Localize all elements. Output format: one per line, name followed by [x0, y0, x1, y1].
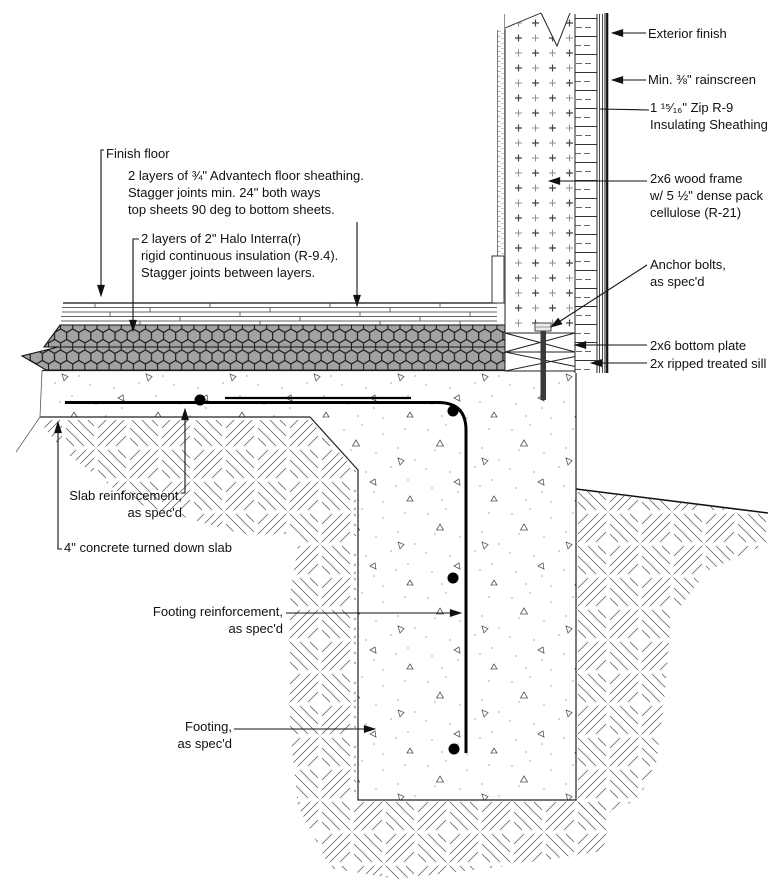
rigid-insulation-layer-2 [20, 346, 506, 371]
label-wood-frame: 2x6 wood frame w/ 5 ½" dense pack cellul… [650, 171, 764, 220]
rebar-section-dot [447, 572, 459, 584]
rebar [65, 394, 468, 755]
leader-turned-down-slab [54, 420, 62, 550]
label-exterior-finish: Exterior finish [648, 26, 727, 41]
label-rigid-insulation: 2 layers of 2" Halo Interra(r) rigid con… [141, 231, 339, 280]
wall-assembly [491, 12, 609, 400]
cellulose-cavity [505, 14, 575, 333]
rainscreen-gap [599, 14, 603, 373]
earth-hatch-left [44, 420, 356, 534]
leader-anchor-bolts [549, 264, 648, 328]
label-slab-reinforcement: Slab reinforcement, as spec'd [69, 488, 182, 520]
label-footing: Footing, as spec'd [177, 719, 232, 751]
rebar-section-dot [194, 394, 206, 406]
earth-hatch-right [576, 490, 768, 815]
leader-slab-reinforcement [181, 407, 189, 494]
rigid-insulation-layer-1 [42, 324, 506, 348]
grade-line [575, 488, 768, 514]
label-bottom-plate: 2x6 bottom plate [650, 338, 747, 353]
rebar-section-dot [448, 743, 460, 755]
label-zip-sheathing: 1 ¹⁵⁄₁₆" Zip R-9 Insulating Sheathing [650, 100, 768, 132]
leader-lines [54, 29, 650, 733]
interior-finish [497, 30, 505, 303]
slab-rebar-bar [65, 401, 468, 753]
earth-hatch-bottom [286, 534, 612, 879]
baseboard [491, 255, 505, 304]
label-anchor-bolts: Anchor bolts, as spec'd [650, 257, 726, 289]
exterior-finish-layer [604, 13, 609, 373]
zip-sheathing [575, 14, 597, 373]
leader-finish-floor [97, 149, 105, 298]
leader-zip-sheathing [599, 108, 650, 111]
label-turned-down-slab: 4" concrete turned down slab [64, 540, 232, 555]
leader-rigid-insulation [129, 238, 139, 333]
label-floor-sheathing: 2 layers of ¾" Advantech floor sheathing… [128, 168, 364, 217]
label-treated-sill: 2x ripped treated sill [650, 356, 767, 371]
label-footing-reinforcement: Footing reinforcement, as spec'd [152, 604, 283, 636]
label-finish-floor: Finish floor [106, 146, 170, 161]
label-rainscreen: Min. ⅜" rainscreen [648, 72, 756, 87]
rebar-section-dot [447, 405, 459, 417]
bottom-plate [504, 332, 576, 353]
plank-joints [94, 303, 471, 325]
floor-assembly [20, 302, 506, 371]
break-mark [540, 12, 571, 48]
